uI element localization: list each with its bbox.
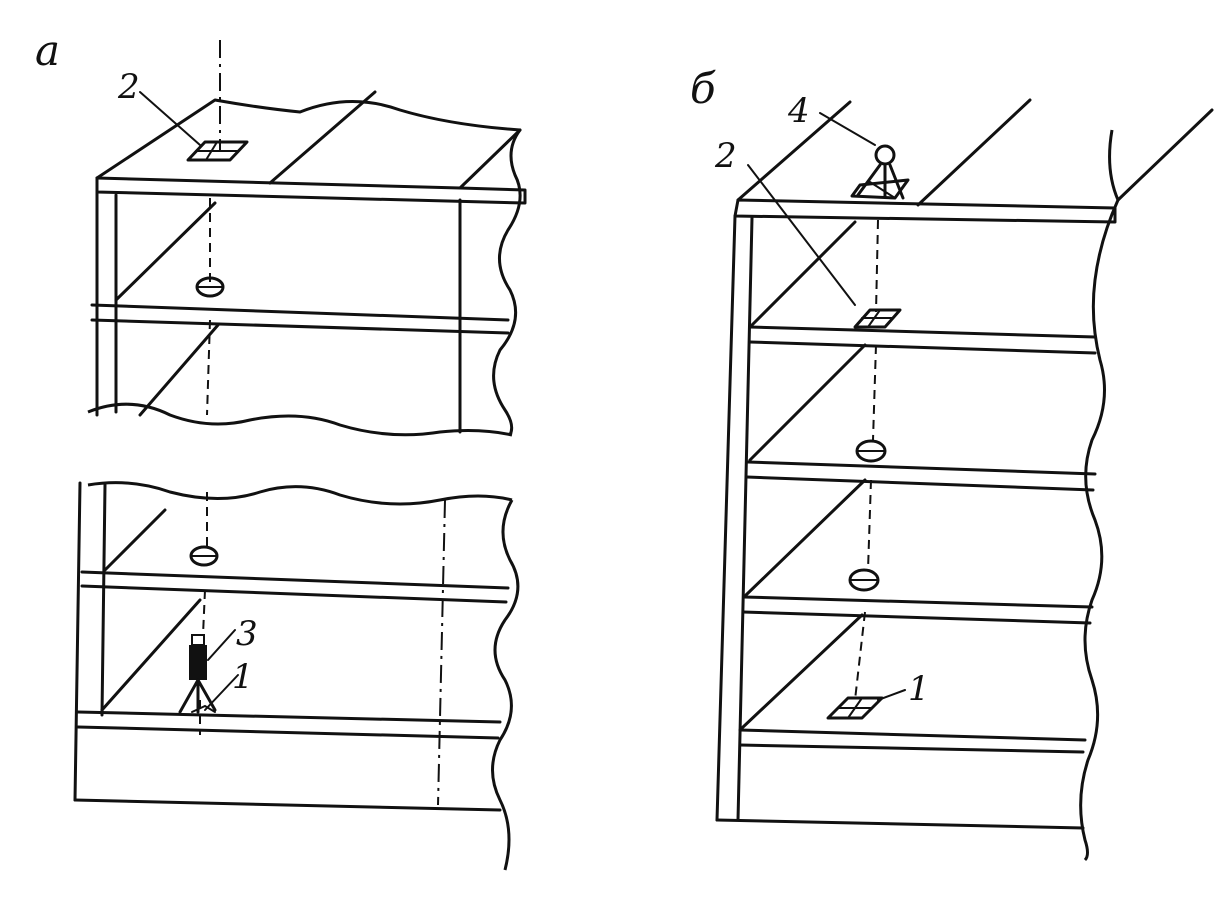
a-upper-floor-slab bbox=[90, 303, 510, 335]
callout-a-1: 1 bbox=[232, 657, 254, 697]
b-floor-slab-4 bbox=[738, 728, 1087, 754]
panel-b-building bbox=[715, 98, 1214, 862]
b-plumb-line-1 bbox=[875, 219, 879, 313]
b-plumb-line-2 bbox=[872, 344, 877, 441]
b-roof-slab bbox=[733, 198, 1117, 224]
b-plumb-line-3 bbox=[867, 479, 872, 571]
a-lower-right-break bbox=[491, 499, 520, 871]
callout-b-4: 4 bbox=[787, 91, 810, 131]
a-lower-brace-2 bbox=[100, 598, 202, 712]
a-lower-brace-1 bbox=[103, 508, 167, 572]
b-zenith-instrument-icon bbox=[850, 144, 910, 200]
a-roof-joint bbox=[268, 90, 377, 185]
panel-b-letter: б bbox=[690, 64, 716, 113]
panel-a-lower-fragment bbox=[73, 481, 520, 871]
a-lower-column-left-inner bbox=[100, 483, 107, 717]
b-brace-1 bbox=[750, 220, 857, 327]
a-target-plate-icon bbox=[186, 140, 249, 162]
a-zenith-instrument-icon bbox=[178, 634, 217, 714]
b-floor-mark-icon bbox=[826, 696, 884, 720]
b-floor-slab-3 bbox=[741, 595, 1094, 625]
a-plumb-line-upper-2 bbox=[206, 319, 211, 416]
a-leader-1 bbox=[204, 674, 239, 711]
a-plumb-line-lower-2 bbox=[202, 589, 206, 636]
a-roof-front-edge bbox=[95, 128, 522, 190]
b-right-break bbox=[1079, 129, 1120, 862]
a-lower-floor-slab-1 bbox=[80, 570, 510, 604]
panel-a-letter: а bbox=[35, 26, 60, 75]
b-base-line bbox=[715, 818, 1085, 830]
a-lower-column-right-axis bbox=[437, 499, 446, 806]
b-floor-slab-2 bbox=[745, 460, 1097, 492]
callout-a-3: 3 bbox=[236, 614, 258, 654]
b-brace-4 bbox=[740, 613, 864, 730]
b-leader-2 bbox=[747, 164, 856, 306]
b-column-inner bbox=[736, 216, 754, 822]
b-roof-joint bbox=[916, 98, 1032, 207]
a-upper-brace-1 bbox=[114, 201, 217, 302]
a-floor-mark-icon bbox=[191, 704, 216, 713]
callout-a-2: 2 bbox=[117, 67, 140, 107]
a-upper-right-break bbox=[492, 129, 522, 436]
a-lower-top-break bbox=[87, 481, 513, 506]
b-roof-right-edge bbox=[1116, 108, 1214, 202]
b-leader-1 bbox=[877, 689, 906, 701]
b-brace-2 bbox=[748, 343, 867, 462]
b-brace-3 bbox=[744, 478, 867, 597]
b-leader-4 bbox=[819, 112, 876, 146]
a-lower-floor-slab-2 bbox=[76, 710, 502, 740]
b-column-outer bbox=[715, 214, 737, 822]
a-upper-brace-2 bbox=[138, 323, 220, 417]
b-target-plate-icon bbox=[853, 308, 902, 329]
a-lower-column-left bbox=[73, 481, 82, 802]
a-upper-bottom-break bbox=[87, 402, 513, 437]
a-leader-3 bbox=[207, 629, 236, 661]
a-roof-back-edge bbox=[95, 98, 522, 180]
a-leader-2 bbox=[139, 91, 201, 146]
a-base-line bbox=[73, 798, 502, 812]
a-roof-slab-thickness bbox=[95, 176, 527, 205]
callout-b-1: 1 bbox=[908, 669, 930, 709]
b-roof-left-edge bbox=[736, 100, 852, 202]
panel-a-upper-fragment bbox=[87, 40, 527, 437]
callout-b-2: 2 bbox=[714, 136, 737, 176]
b-plumb-line-4 bbox=[854, 611, 866, 701]
b-floor-slab-1 bbox=[748, 325, 1097, 355]
